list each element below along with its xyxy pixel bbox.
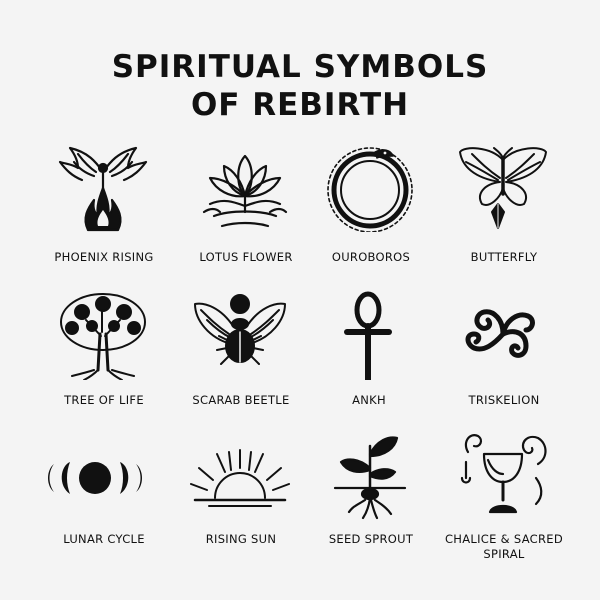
label-rising-sun: RISING SUN xyxy=(205,532,277,546)
label-lotus-flower: LOTUS FLOWER xyxy=(199,250,293,264)
ankh-icon xyxy=(313,290,423,380)
label-butterfly: BUTTERFLY xyxy=(470,250,538,264)
tree-of-life-icon xyxy=(48,290,158,380)
title-line-2: OF REBIRTH xyxy=(190,87,410,123)
butterfly-icon xyxy=(448,142,558,232)
label-lunar-cycle: LUNAR CYCLE xyxy=(63,532,145,546)
label-seed-sprout: SEED SPROUT xyxy=(328,532,414,546)
scarab-icon xyxy=(185,290,295,380)
ouroboros-icon xyxy=(315,142,425,232)
chalice-spiral-icon xyxy=(448,428,558,518)
label-tree-of-life: TREE OF LIFE xyxy=(64,393,144,407)
page-title: SPIRITUAL SYMBOLS OF REBIRTH xyxy=(0,48,600,124)
label-scarab-beetle: SCARAB BEETLE xyxy=(192,393,290,407)
lunar-cycle-icon xyxy=(40,440,150,530)
label-chalice-sacred-spiral: CHALICE & SACRED SPIRAL xyxy=(444,532,564,561)
label-ankh: ANKH xyxy=(352,393,386,407)
label-phoenix-rising: PHOENIX RISING xyxy=(54,250,154,264)
label-triskelion: TRISKELION xyxy=(468,393,540,407)
phoenix-icon xyxy=(48,142,158,232)
lotus-icon xyxy=(190,142,300,232)
seed-sprout-icon xyxy=(315,430,425,520)
label-ouroboros: OUROBOROS xyxy=(331,250,411,264)
title-line-1: SPIRITUAL SYMBOLS xyxy=(111,49,489,85)
triskelion-icon xyxy=(448,290,558,380)
rising-sun-icon xyxy=(185,440,295,530)
